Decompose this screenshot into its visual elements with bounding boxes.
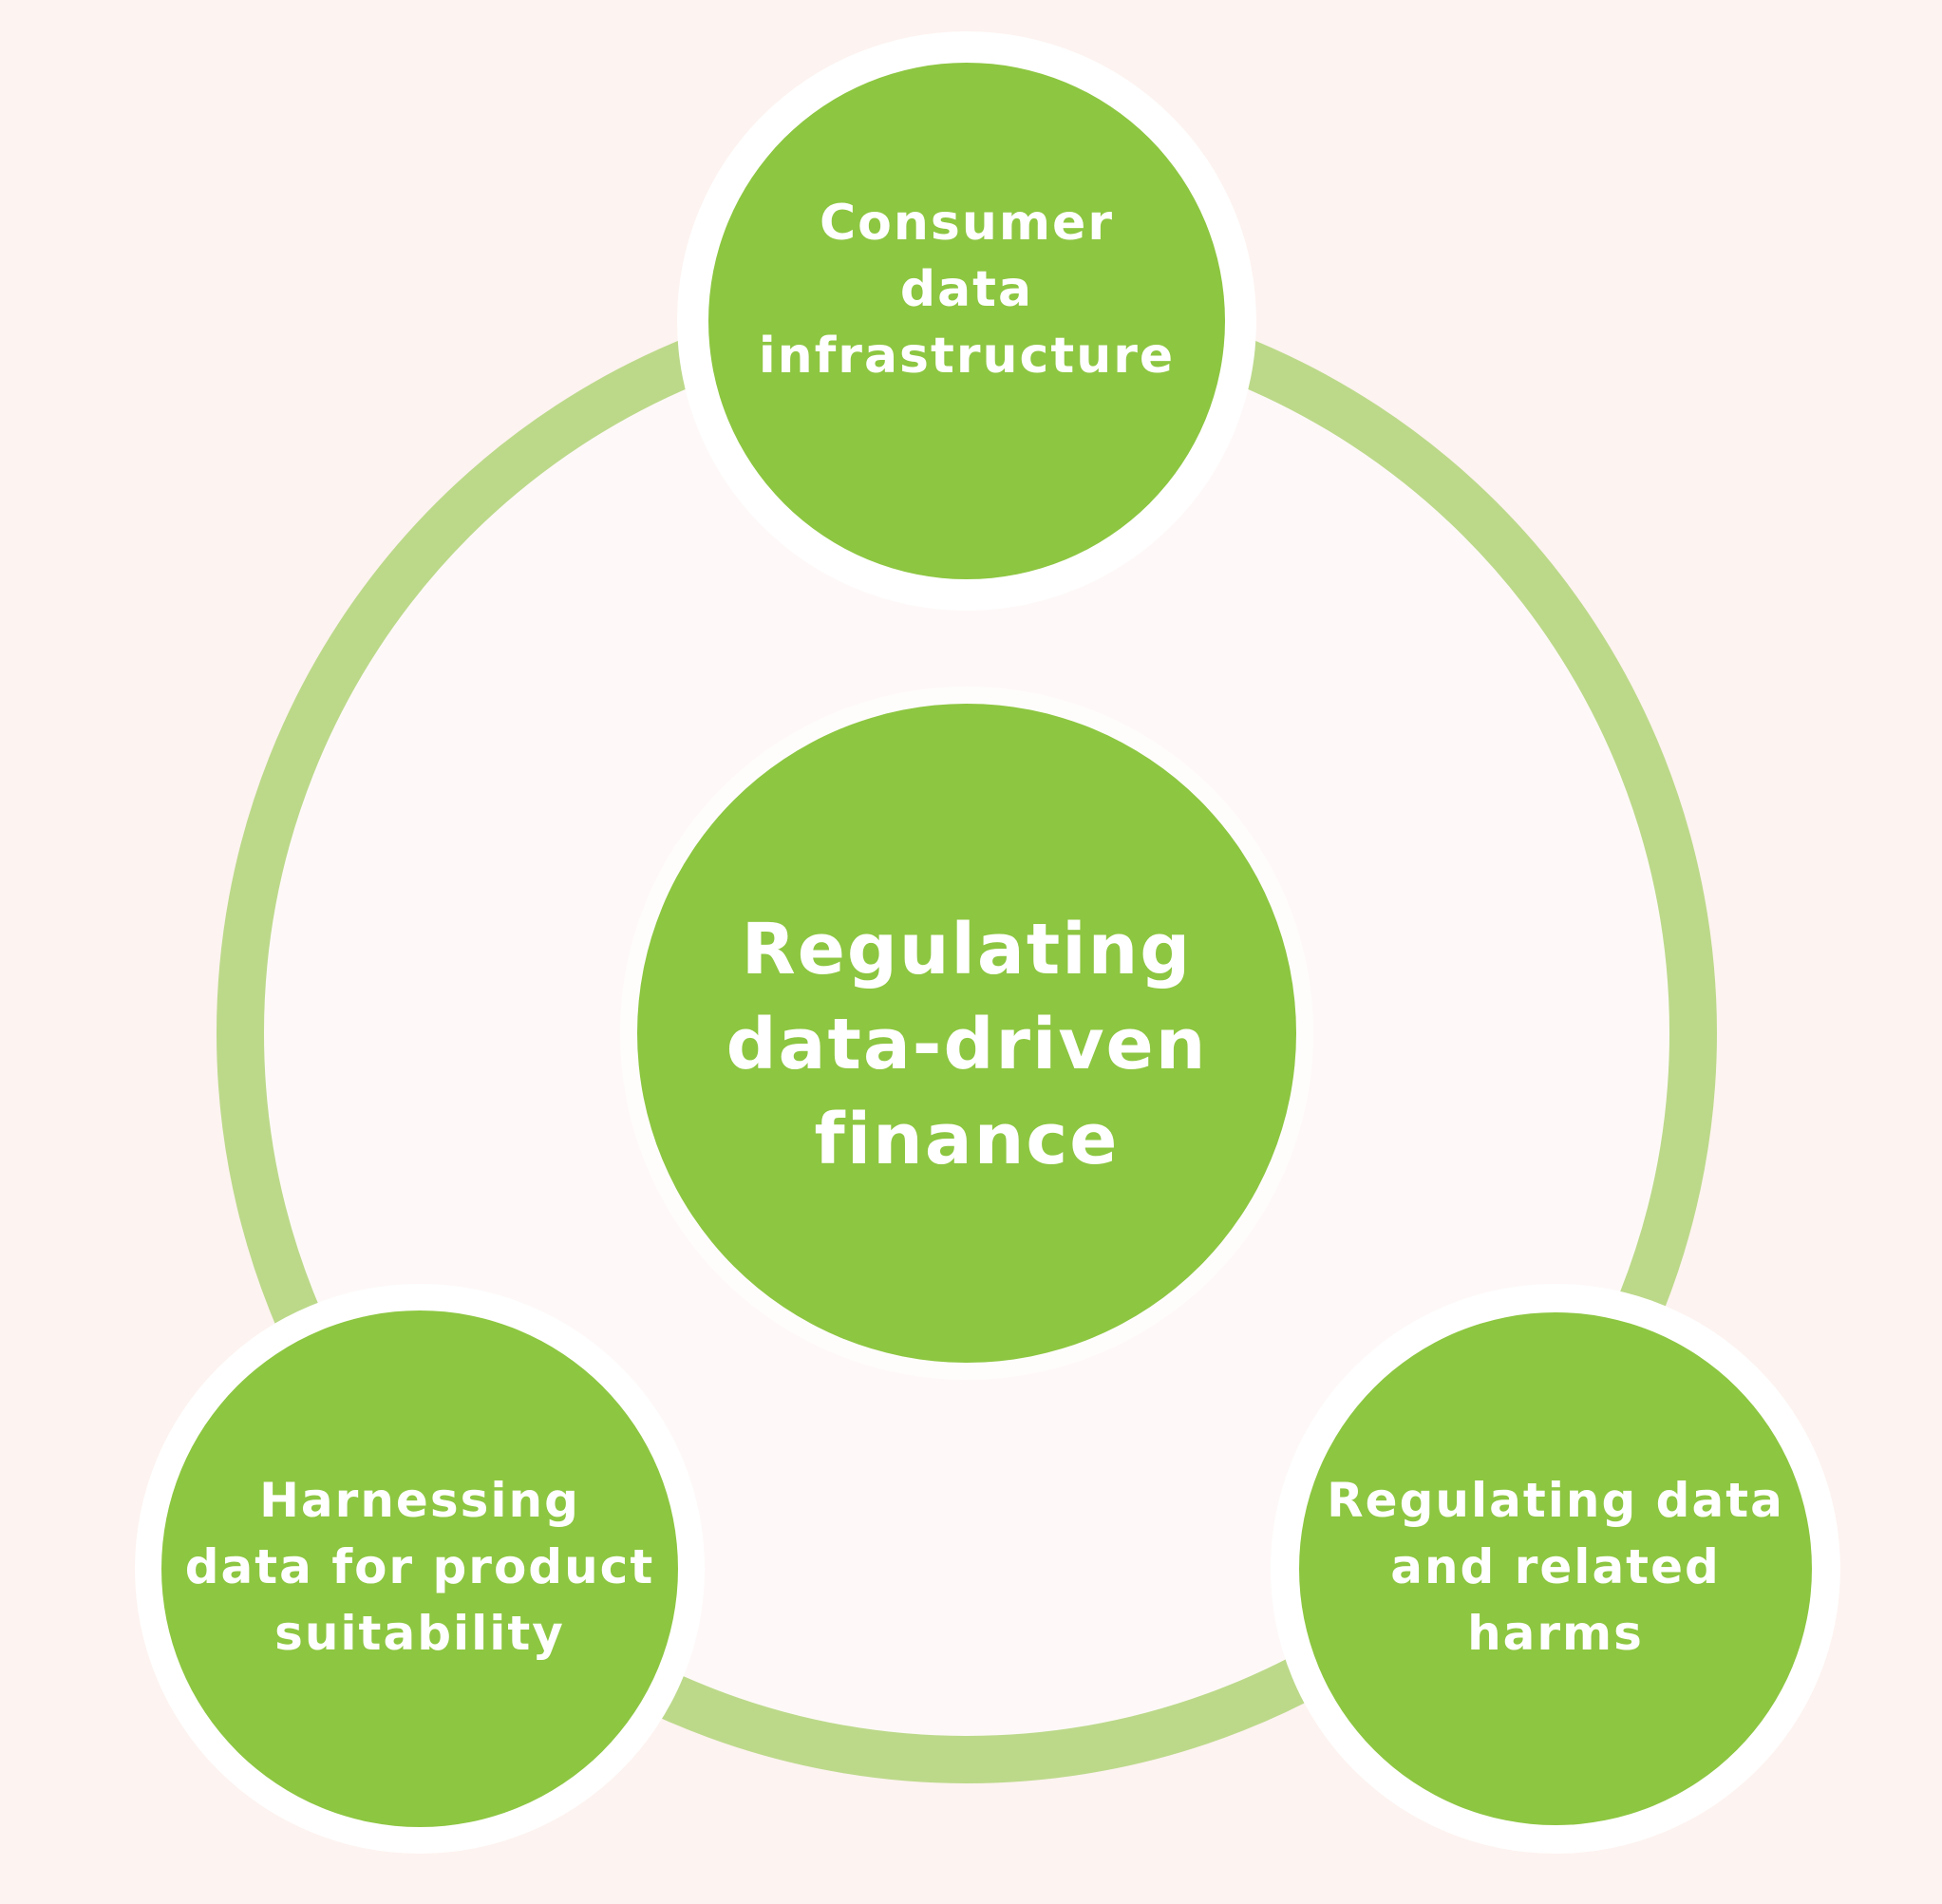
node-top-circle <box>708 63 1225 579</box>
node-bottom-right-label: Regulating data and related harms <box>1327 1473 1784 1661</box>
node-bottom-right-circle <box>1299 1312 1812 1825</box>
node-bottom-left-label: Harnessing data for product suitability <box>184 1473 655 1661</box>
center-circle <box>637 704 1296 1363</box>
node-top-label: Consumer data infrastructure <box>758 195 1176 385</box>
center-title: Regulating data-driven finance <box>726 909 1208 1180</box>
node-bottom-left-circle <box>161 1310 678 1827</box>
